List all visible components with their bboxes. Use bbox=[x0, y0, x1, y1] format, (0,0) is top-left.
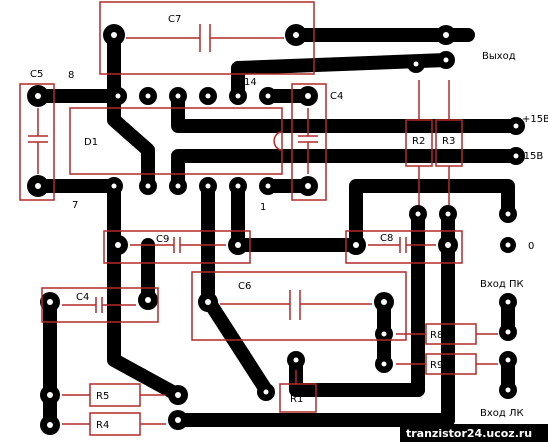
track-plus15 bbox=[171, 89, 523, 133]
track-c7-left bbox=[107, 28, 155, 193]
label-r4: R4 bbox=[96, 420, 109, 431]
r1-outline bbox=[279, 383, 317, 413]
label-c4-top: C4 bbox=[330, 91, 343, 102]
label-c8: C8 bbox=[380, 233, 393, 244]
capacitor-symbols bbox=[28, 24, 436, 320]
label-r8: R8 bbox=[430, 330, 443, 341]
label-r3: R3 bbox=[442, 136, 455, 147]
terminal-minus15: -15В bbox=[520, 151, 543, 162]
watermark: tranzistor24.ucoz.ru bbox=[400, 424, 548, 442]
label-r5: R5 bbox=[96, 391, 109, 402]
label-pin8: 8 bbox=[68, 70, 74, 81]
label-r1: R1 bbox=[290, 394, 303, 405]
track-pin14-out bbox=[231, 53, 453, 103]
label-pin14: 14 bbox=[244, 77, 257, 88]
label-r9: R9 bbox=[430, 360, 443, 371]
watermark-text: tranzistor24.ucoz.ru bbox=[406, 427, 532, 440]
track-ground bbox=[349, 179, 515, 252]
label-r2: R2 bbox=[412, 136, 425, 147]
c8-outline bbox=[345, 230, 463, 264]
c6-outline bbox=[191, 271, 407, 341]
label-pin7: 7 bbox=[72, 200, 78, 211]
terminal-plus15: +15В bbox=[522, 114, 548, 125]
watermark-bg bbox=[400, 424, 548, 442]
component-outlines bbox=[19, 1, 498, 436]
c7-outline bbox=[99, 1, 315, 75]
pad-holes bbox=[35, 32, 519, 428]
label-d1: D1 bbox=[84, 137, 98, 148]
label-c5: C5 bbox=[30, 69, 43, 80]
track-minus15 bbox=[171, 149, 523, 193]
terminal-out: Выход bbox=[482, 51, 516, 62]
label-pin1: 1 bbox=[260, 202, 266, 213]
c4-top-outline bbox=[291, 83, 327, 201]
c4-left-outline bbox=[41, 287, 159, 323]
terminal-in-pk: Вход ПК bbox=[480, 279, 524, 290]
label-c7: C7 bbox=[168, 14, 181, 25]
label-c6: C6 bbox=[238, 281, 251, 292]
c5-outline bbox=[19, 83, 55, 201]
component-labels: C7 C5 C4 D1 8 14 7 1 R2 R3 C9 C8 C4 C6 R… bbox=[30, 14, 455, 431]
terminal-in-lk: Вход ЛК bbox=[480, 408, 524, 419]
label-c9: C9 bbox=[156, 234, 169, 245]
d1-outline bbox=[69, 107, 283, 175]
label-c4-left: C4 bbox=[76, 292, 89, 303]
terminal-labels: Выход +15В -15В 0 Вход ПК Вход ЛК bbox=[480, 51, 548, 419]
terminal-zero: 0 bbox=[528, 241, 534, 252]
c9-outline bbox=[103, 230, 251, 264]
